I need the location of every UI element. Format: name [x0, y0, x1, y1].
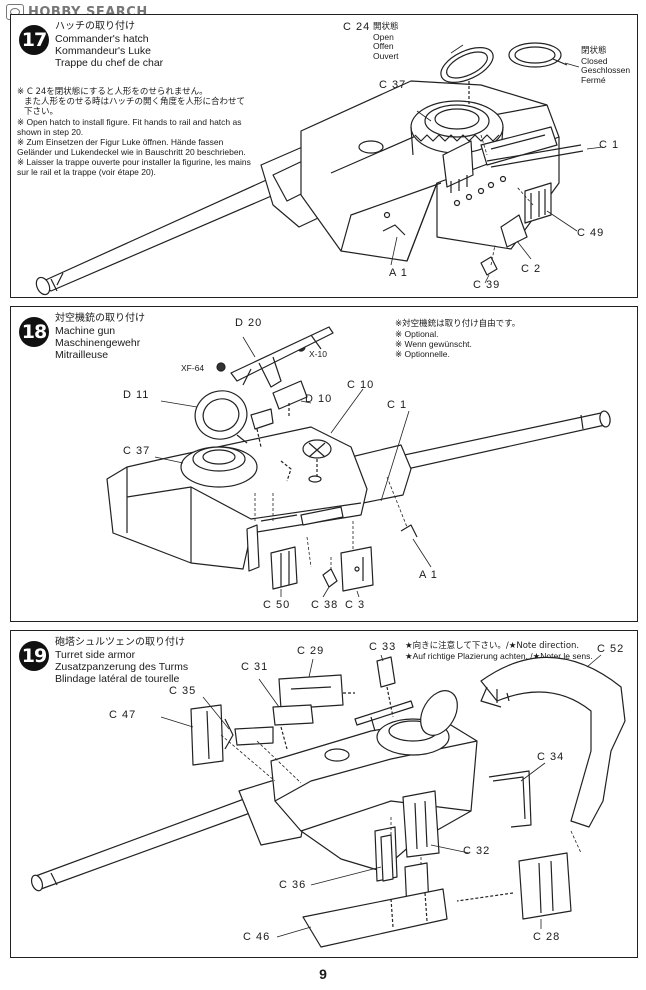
step-title-jp: 対空機銃の取り付け — [55, 313, 145, 324]
note-jp-2: また人形をのせる時はハッチの開く角度を人形に合わせて下さい。 — [24, 97, 246, 117]
note-de: ※ Wenn gewünscht. — [395, 339, 472, 349]
note-de: ※ Zum Einsetzen der Figur Luke öffnen. H… — [17, 137, 246, 157]
turret-hatch-drawing — [35, 42, 604, 296]
step-notes: ※対空機銃は取り付け自由です。 ※ Optional. ※ Wenn gewün… — [395, 319, 520, 359]
note-line-1: ★向きに注意して下さい。/★Note direction. — [405, 641, 580, 651]
part-label-c46: C 46 — [243, 931, 271, 943]
part-label-c47: C 47 — [109, 709, 137, 721]
part-label-c10: C 10 — [347, 379, 375, 391]
step-title-de: Kommandeur's Luke — [55, 45, 151, 57]
step-title-en: Commander's hatch — [55, 33, 149, 45]
open-jp: 開状態 — [373, 22, 399, 32]
part-label-c2: C 2 — [521, 263, 542, 275]
step-title-block: 砲塔シュルツェンの取り付け Turret side armor Zusatzpa… — [55, 637, 188, 685]
step-number-badge: 18 — [19, 317, 49, 347]
step-title-jp: 砲塔シュルツェンの取り付け — [55, 637, 185, 648]
part-label-c37: C 37 — [379, 79, 407, 91]
step-18-panel: 18 対空機銃の取り付け Machine gun Maschinengewehr… — [10, 306, 638, 622]
step-title-en: Turret side armor — [55, 649, 136, 661]
step-number-badge: 19 — [19, 641, 49, 671]
part-label-c35: C 35 — [169, 685, 197, 697]
step-number-badge: 17 — [19, 25, 49, 55]
open-state-label: 開状態 Open Offen Ouvert — [373, 22, 399, 61]
part-label-d11: D 11 — [123, 389, 150, 401]
paint-label-xf64: XF-64 — [181, 363, 205, 373]
note-fr: ※ Optionnelle. — [395, 349, 450, 359]
closed-state-label: 閉状態 Closed Geschlossen Fermé — [581, 46, 631, 85]
part-label-c52: C 52 — [597, 643, 625, 655]
closed-fr: Fermé — [581, 74, 606, 85]
step-title-de: Maschinengewehr — [55, 337, 141, 349]
open-fr: Ouvert — [373, 50, 399, 61]
open-de: Offen — [373, 41, 394, 51]
part-label-c1: C 1 — [599, 139, 620, 151]
part-label-c33: C 33 — [369, 641, 397, 653]
note-fr: ※ Laisser la trappe ouverte pour install… — [17, 157, 251, 177]
closed-de: Geschlossen — [581, 65, 631, 75]
step-19-panel: 19 砲塔シュルツェンの取り付け Turret side armor Zusat… — [10, 630, 638, 958]
part-label-c31: C 31 — [241, 661, 269, 673]
part-label-c28: C 28 — [533, 931, 561, 943]
part-label-c34: C 34 — [537, 751, 565, 763]
closed-jp: 閉状態 — [581, 46, 607, 56]
part-label-c39: C 39 — [473, 279, 501, 291]
part-label-d20: D 20 — [235, 317, 263, 329]
part-label-c32: C 32 — [463, 845, 491, 857]
step-title-fr: Mitrailleuse — [55, 349, 109, 361]
note-en: ※ Optional. — [395, 329, 439, 339]
note-en: ※ Open hatch to install figure. Fit hand… — [17, 117, 242, 137]
open-en: Open — [373, 31, 394, 42]
step-title-jp: ハッチの取り付け — [55, 21, 135, 32]
step-title-en: Machine gun — [55, 325, 116, 337]
side-armor-drawing — [30, 654, 626, 948]
part-label-c36: C 36 — [279, 879, 307, 891]
closed-en: Closed — [581, 55, 608, 66]
part-label-c24: C 24 — [343, 21, 371, 33]
paint-label-x10: X-10 — [309, 349, 327, 359]
note-line-2: ★Auf richtige Plazierung achten. /★Noter… — [405, 651, 593, 661]
part-label-c49: C 49 — [577, 227, 605, 239]
step-title-fr: Trappe du chef de char — [55, 57, 164, 69]
step-title-block: 対空機銃の取り付け Machine gun Maschinengewehr Mi… — [55, 313, 145, 361]
note-jp-1: ※ C 24を閉状態にすると人形をのせられません。 — [17, 87, 208, 97]
part-label-d10: D 10 — [305, 393, 333, 405]
note-jp: ※対空機銃は取り付け自由です。 — [395, 319, 521, 329]
step-title-de: Zusatzpanzerung des Turms — [55, 661, 189, 673]
part-label-c38: C 38 — [311, 599, 339, 611]
part-label-a1: A 1 — [389, 267, 408, 279]
part-label-c3: C 3 — [345, 599, 366, 611]
step-notes: ★向きに注意して下さい。/★Note direction. ★Auf richt… — [405, 641, 593, 661]
step-title-fr: Blindage latéral de tourelle — [55, 673, 180, 685]
step-notes: ※ C 24を閉状態にすると人形をのせられません。 また人形をのせる時はハッチの… — [17, 87, 251, 177]
part-label-c37: C 37 — [123, 445, 151, 457]
step-17-panel: 17 ハッチの取り付け Commander's hatch Kommandeur… — [10, 14, 638, 298]
step-title-block: ハッチの取り付け Commander's hatch Kommandeur's … — [55, 21, 163, 69]
machine-gun-drawing — [106, 326, 611, 598]
part-label-c29: C 29 — [297, 645, 325, 657]
part-label-c50: C 50 — [263, 599, 291, 611]
page-number: 9 — [319, 966, 327, 982]
part-label-a1: A 1 — [419, 569, 438, 581]
part-label-c1: C 1 — [387, 399, 408, 411]
